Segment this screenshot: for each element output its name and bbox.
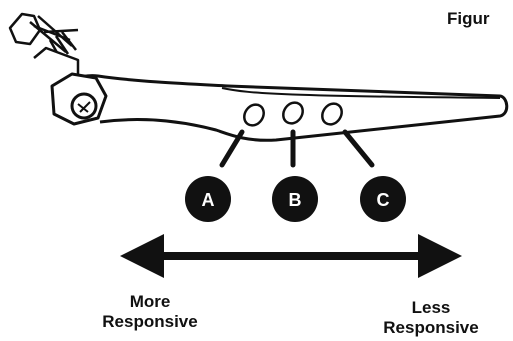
less-responsive-line2: Responsive bbox=[383, 318, 479, 337]
more-responsive-line1: More bbox=[129, 292, 171, 311]
more-responsive-label: More Responsive bbox=[70, 292, 230, 332]
hole-c bbox=[321, 102, 343, 126]
svg-text:B: B bbox=[289, 190, 302, 210]
badge-b: B bbox=[272, 176, 318, 222]
leader-lines bbox=[219, 129, 375, 168]
pivot-nut bbox=[50, 72, 108, 126]
more-responsive-line2: Responsive bbox=[102, 312, 198, 331]
badge-a: A bbox=[185, 176, 231, 222]
svg-text:C: C bbox=[377, 190, 390, 210]
figure-title: Figur bbox=[447, 9, 490, 28]
svg-text:A: A bbox=[202, 190, 215, 210]
hole-a bbox=[243, 103, 265, 127]
less-responsive-label: Less Responsive bbox=[351, 298, 511, 338]
hole-b bbox=[282, 101, 304, 125]
bolt-fitting bbox=[8, 12, 80, 74]
badge-c: C bbox=[360, 176, 406, 222]
less-responsive-line1: Less bbox=[411, 298, 451, 317]
lever-arm bbox=[58, 74, 509, 142]
lever-arm-edge bbox=[221, 87, 501, 99]
responsiveness-arrow bbox=[120, 234, 462, 278]
adjustment-holes bbox=[243, 101, 343, 127]
